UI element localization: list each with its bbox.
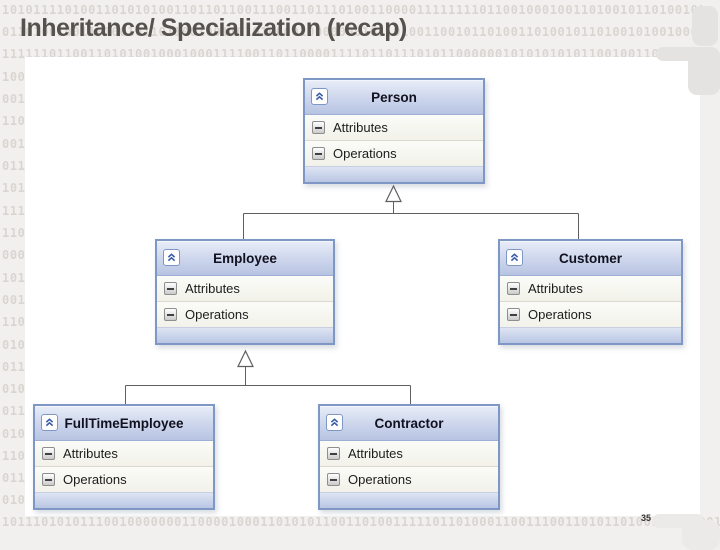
- operations-row[interactable]: Operations: [305, 140, 483, 166]
- chevrons-up-icon[interactable]: [163, 249, 180, 266]
- class-box-person[interactable]: Person Attributes Operations: [303, 78, 485, 184]
- class-box-customer[interactable]: Customer Attributes Operations: [498, 239, 683, 345]
- operations-row[interactable]: Operations: [500, 301, 681, 327]
- class-footer: [320, 492, 498, 508]
- row-label: Attributes: [528, 281, 583, 296]
- binary-row: 1011101010111001000000011000010001101010…: [2, 515, 720, 529]
- minus-icon[interactable]: [507, 282, 520, 295]
- row-label: Operations: [528, 307, 592, 322]
- row-label: Operations: [63, 472, 127, 487]
- class-header: Customer: [500, 241, 681, 276]
- page-title: Inheritance/ Specialization (recap): [20, 14, 407, 42]
- class-title: Contractor: [374, 415, 444, 431]
- class-box-fulltimeemployee[interactable]: FullTimeEmployee Attributes Operations: [33, 404, 215, 510]
- row-label: Attributes: [185, 281, 240, 296]
- minus-icon[interactable]: [164, 282, 177, 295]
- minus-icon[interactable]: [42, 447, 55, 460]
- class-box-employee[interactable]: Employee Attributes Operations: [155, 239, 335, 345]
- attributes-row[interactable]: Attributes: [305, 115, 483, 140]
- class-title: Customer: [558, 250, 622, 266]
- decor-rounded-square: [688, 47, 720, 95]
- minus-icon[interactable]: [42, 473, 55, 486]
- attributes-row[interactable]: Attributes: [320, 441, 498, 466]
- row-label: Attributes: [63, 446, 118, 461]
- chevrons-up-icon[interactable]: [326, 414, 343, 431]
- chevrons-up-icon[interactable]: [311, 88, 328, 105]
- class-footer: [305, 166, 483, 182]
- page-number: 35: [641, 513, 652, 523]
- binary-row: 1010111101001101010100110110110011100110…: [2, 3, 702, 17]
- class-title: FullTimeEmployee: [64, 415, 184, 431]
- row-label: Attributes: [348, 446, 403, 461]
- attributes-row[interactable]: Attributes: [500, 276, 681, 301]
- minus-icon[interactable]: [327, 473, 340, 486]
- attributes-row[interactable]: Attributes: [157, 276, 333, 301]
- class-title: Employee: [213, 250, 277, 266]
- class-box-contractor[interactable]: Contractor Attributes Operations: [318, 404, 500, 510]
- class-footer: [35, 492, 213, 508]
- minus-icon[interactable]: [507, 308, 520, 321]
- class-header: Person: [305, 80, 483, 115]
- row-label: Operations: [333, 146, 397, 161]
- chevrons-up-icon[interactable]: [41, 414, 58, 431]
- class-footer: [500, 327, 681, 343]
- attributes-row[interactable]: Attributes: [35, 441, 213, 466]
- operations-row[interactable]: Operations: [35, 466, 213, 492]
- row-label: Attributes: [333, 120, 388, 135]
- class-footer: [157, 327, 333, 343]
- minus-icon[interactable]: [164, 308, 177, 321]
- operations-row[interactable]: Operations: [157, 301, 333, 327]
- class-header: Employee: [157, 241, 333, 276]
- chevrons-up-icon[interactable]: [506, 249, 523, 266]
- generalization-arrow-employee: [237, 349, 254, 368]
- class-header: Contractor: [320, 406, 498, 441]
- row-label: Operations: [348, 472, 412, 487]
- class-header: FullTimeEmployee: [35, 406, 213, 441]
- operations-row[interactable]: Operations: [320, 466, 498, 492]
- minus-icon[interactable]: [327, 447, 340, 460]
- minus-icon[interactable]: [312, 121, 325, 134]
- binary-row: 0110100100110100101101100100110101000010…: [2, 25, 702, 39]
- generalization-arrow-person: [385, 184, 402, 203]
- row-label: Operations: [185, 307, 249, 322]
- class-title: Person: [371, 89, 417, 105]
- minus-icon[interactable]: [312, 147, 325, 160]
- decor-rounded-square: [692, 6, 718, 46]
